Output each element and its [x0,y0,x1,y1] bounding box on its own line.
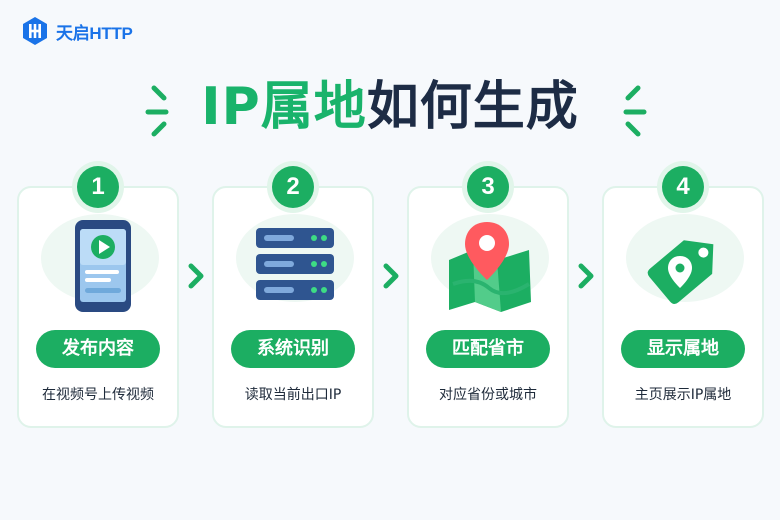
step-4-badge: 4 [662,166,704,208]
chevron-right-icon [188,263,204,289]
step-3-badge: 3 [467,166,509,208]
step-card-3: 匹配省市 对应省份或城市 [407,186,569,428]
step-3-desc: 对应省份或城市 [439,387,537,403]
step-1-label: 发布内容 [36,330,160,368]
brand-logo-icon [23,17,47,45]
chevron-right-icon [578,263,594,289]
step-4-desc: 主页展示IP属地 [634,387,732,403]
step-card-2: 系统识别 读取当前出口IP [212,186,374,428]
mobile-video-icon [75,220,131,312]
step-4-label: 显示属地 [621,330,745,368]
page-title: IP属地如何生成 [0,70,780,144]
title-highlight: IP属地 [201,77,367,137]
sparkle-left-icon [145,85,169,137]
chevron-right-icon [383,263,399,289]
map-pin-icon [449,222,531,312]
step-2-label: 系统识别 [231,330,355,368]
step-3-label: 匹配省市 [426,330,550,368]
step-1-badge: 1 [77,166,119,208]
location-tag-icon [647,240,714,304]
sparkle-right-icon [623,85,647,137]
step-2-desc: 读取当前出口IP [244,387,342,403]
step-1-desc: 在视频号上传视频 [42,387,154,403]
step-2-badge: 2 [272,166,314,208]
server-icon [256,228,334,300]
step-card-1: 发布内容 在视频号上传视频 [17,186,179,428]
brand-name: 天启HTTP [56,23,133,43]
step-card-4: 显示属地 主页展示IP属地 [602,186,764,428]
title-rest: 如何生成 [366,77,579,137]
brand-logo: 天启HTTP [20,16,133,46]
